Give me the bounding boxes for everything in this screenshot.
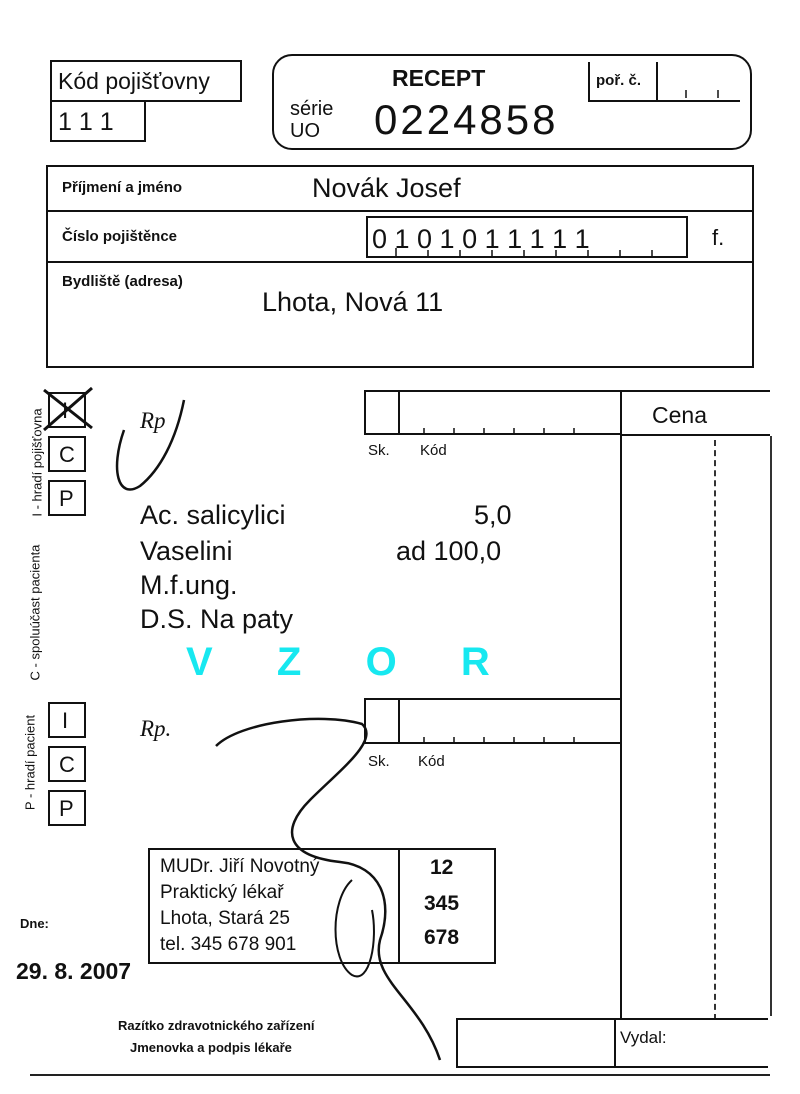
price-label: Cena — [652, 402, 707, 428]
payer-box-i-2[interactable]: I — [48, 702, 86, 738]
sk-label-2: Sk. — [368, 753, 390, 770]
issued-box: Vydal: — [456, 1018, 768, 1068]
order-box: poř. č. — [588, 62, 740, 102]
rx-line-1-name: Ac. salicylici — [140, 500, 286, 530]
recept-title: RECEPT — [392, 65, 486, 91]
patient-address: Lhota, Nová 11 — [262, 287, 444, 317]
kod-label-1: Kód — [420, 442, 447, 459]
kod-label-2: Kód — [418, 753, 445, 770]
insurer-label: Kód pojišťovny — [58, 68, 210, 94]
doctor-code-1: 12 — [430, 856, 454, 879]
insurer-code-box: 1 1 1 — [50, 100, 146, 142]
payer-box-c-2[interactable]: C — [48, 746, 86, 782]
rx-line-3-name: M.f.ung. — [140, 570, 238, 600]
insurer-code: 1 1 1 — [58, 108, 114, 136]
doctor-line-4: tel. 345 678 901 — [160, 934, 297, 955]
patient-name: Novák Josef — [312, 173, 461, 203]
serie-label: série — [290, 98, 334, 120]
sk-label-1: Sk. — [368, 442, 390, 459]
rx-line-1-amount: 5,0 — [474, 500, 512, 530]
address-label: Bydliště (adresa) — [62, 273, 183, 290]
doctor-line-1: MUDr. Jiří Novotný — [160, 856, 320, 877]
rp-label-1: Rp — [140, 408, 166, 433]
recept-header: RECEPT série UO 0224858 poř. č. — [272, 54, 752, 150]
insured-number: 0 1 0 1 0 1 1 1 1 1 — [372, 224, 590, 254]
patient-block: Příjmení a jméno Novák Josef Číslo pojiš… — [46, 165, 754, 368]
stamp-caption-2: Jmenovka a podpis lékaře — [130, 1040, 292, 1055]
rx-line-2-amount: ad 100,0 — [396, 536, 502, 566]
rp-label-2: Rp. — [140, 716, 172, 741]
payer-box-c-1[interactable]: C — [48, 436, 86, 472]
date-label: Dne: — [20, 916, 49, 931]
vydal-label: Vydal: — [620, 1028, 667, 1047]
rx-line-4-name: D.S. Na paty — [140, 604, 294, 634]
payer-box-p-2[interactable]: P — [48, 790, 86, 826]
drug-code-box-2 — [364, 698, 622, 744]
serie-code: UO — [290, 120, 320, 142]
insured-number-box: 0 1 0 1 0 1 1 1 1 1 — [366, 216, 688, 258]
price-column: Cena — [620, 390, 770, 436]
watermark: V Z O R — [186, 640, 504, 684]
date-value: 29. 8. 2007 — [16, 958, 132, 984]
stamp-caption-1: Razítko zdravotnického zařízení — [118, 1018, 315, 1033]
doctor-code-3: 678 — [424, 926, 460, 949]
rx-line-2-name: Vaselini — [140, 536, 233, 566]
bottom-rule — [30, 1074, 770, 1076]
f-label: f. — [712, 225, 725, 250]
drug-code-box-1 — [364, 390, 622, 435]
doctor-line-2: Praktický lékař — [160, 882, 284, 903]
doctor-stamp: MUDr. Jiří Novotný Praktický lékař Lhota… — [148, 848, 496, 964]
doctor-line-3: Lhota, Stará 25 — [160, 908, 290, 929]
insured-label: Číslo pojištěnce — [62, 228, 178, 245]
order-label: poř. č. — [596, 72, 642, 89]
doctor-code-2: 345 — [424, 892, 460, 915]
recept-number: 0224858 — [374, 96, 559, 143]
payer-box-p-1[interactable]: P — [48, 480, 86, 516]
name-label: Příjmení a jméno — [62, 179, 183, 196]
insurer-label-box: Kód pojišťovny — [50, 60, 242, 102]
